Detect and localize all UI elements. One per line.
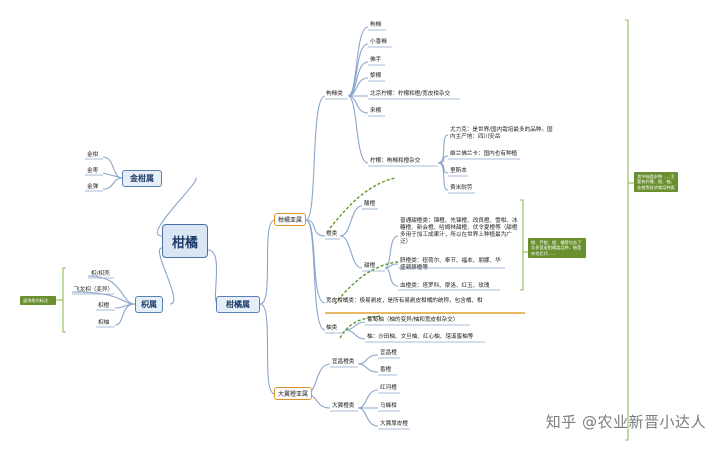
note-right-mid: 橙、芦柑、柑、橘等包含了众多宽皮柑橘类品种，柚是杂交后代…… bbox=[528, 238, 586, 259]
hybrid-item-1: 尤力克：是世界/国内栽培最多的品种。国内主产地：四川安岳 bbox=[450, 127, 553, 140]
edge-root-jingan bbox=[157, 177, 197, 237]
node-kuanpi: 宽皮柑橘类：极易剥皮，是所有易剥皮柑橘的统称，包含橘、柑 bbox=[326, 298, 483, 304]
dayicheng-item-2: 马蜂柑 bbox=[380, 403, 397, 409]
yichang-item-1: 宜昌橙 bbox=[380, 350, 397, 356]
hybrid-item-2: 维兰佛兰卡：国内也有种植 bbox=[450, 151, 518, 157]
zhi-item-3: 枳橙 bbox=[98, 303, 110, 309]
tiancheng-item-3: 血橙类：塔罗科、摩洛、红玉、玫瑰 bbox=[400, 283, 490, 289]
dayicheng-item-1: 红河橙 bbox=[380, 385, 397, 391]
brace-left bbox=[62, 267, 66, 333]
watermark: 知乎 @农业新晋小达人 bbox=[545, 413, 706, 431]
note-right-top: 其中柚类杂种……主要有柠檬、橙、柚、金柑等经济栽培种类 bbox=[634, 172, 678, 193]
root-node: 柑橘 bbox=[162, 224, 208, 258]
node-ganju: 柑橘属 bbox=[216, 296, 260, 313]
ningmeng-item-2: 小香橼 bbox=[370, 39, 387, 45]
node-dayi: 大翼橙亚属 bbox=[274, 387, 313, 400]
brace-right-1 bbox=[625, 19, 629, 441]
zhi-item-4: 枳柚 bbox=[98, 320, 110, 326]
dayicheng-item-3: 大翼厚皮橙 bbox=[380, 421, 408, 427]
hybrid-item-3: 里斯本 bbox=[450, 168, 467, 174]
zhi-item-2: 飞龙枳（变异） bbox=[74, 287, 114, 293]
ningmeng-item-4: 黎檬 bbox=[370, 73, 382, 79]
you-item-2: 柚：沙田柚、文旦柚、红心柚、琯溪蜜柚等 bbox=[367, 334, 474, 340]
node-ningmeng: 枸橼类 bbox=[326, 91, 343, 97]
node-you: 柚类 bbox=[326, 325, 338, 331]
node-dayicheng: 大翼橙类 bbox=[332, 403, 355, 409]
tiancheng-item-1: 普通甜橙类：锦橙、先锋橙、改良橙、雪柑、冰糖橙、新会橙、哈姆林甜橙、伏令夏橙等（… bbox=[400, 218, 518, 245]
ningmeng-item-3: 佛手 bbox=[370, 57, 382, 63]
brace-right-2 bbox=[520, 199, 524, 291]
jingan-item-3: 金弹 bbox=[87, 184, 99, 190]
node-tiancheng: 甜橙 bbox=[364, 263, 376, 269]
ningmeng-item-5: 北京柠檬：柠檬和橙/宽皮柑杂交 bbox=[370, 91, 451, 97]
node-jingan: 金柑属 bbox=[122, 170, 162, 187]
tiancheng-item-2: 脐橙类：纽荷尔、奉节、福本、朋娜、华盛顿脐橙等 bbox=[400, 258, 501, 271]
dashed-arrow-2 bbox=[334, 261, 399, 305]
edge-root-zhi bbox=[159, 247, 175, 305]
note-left: 虚线框内标注 bbox=[20, 296, 56, 306]
hybrid-item-4: 费米耐劳 bbox=[450, 185, 473, 191]
node-ningmeng-hybrid: 柠檬：枸橼和橙杂交 bbox=[370, 158, 421, 164]
ningmeng-item-6: 来檬 bbox=[370, 108, 382, 114]
node-zhi: 枳属 bbox=[135, 296, 163, 313]
jingan-item-1: 金柑 bbox=[87, 152, 99, 158]
ningmeng-item-1: 枸橼 bbox=[370, 22, 382, 28]
dashed-arrow-3 bbox=[339, 315, 381, 339]
zhi-item-1: 枳/枳壳 bbox=[91, 271, 110, 277]
jingan-item-2: 金枣 bbox=[87, 168, 99, 174]
node-cheng: 橙类 bbox=[326, 231, 338, 237]
node-suancheng: 酸橙 bbox=[364, 201, 376, 207]
yichang-item-2: 香橙 bbox=[380, 367, 392, 373]
node-yaxiang: 柑橘亚属 bbox=[274, 213, 307, 226]
node-yichang: 宜昌橙类 bbox=[332, 359, 355, 365]
dashed-arrow-1 bbox=[329, 177, 396, 229]
you-item-1: 葡萄柚（柚的变异/柚和宽皮柑杂交） bbox=[367, 317, 459, 323]
